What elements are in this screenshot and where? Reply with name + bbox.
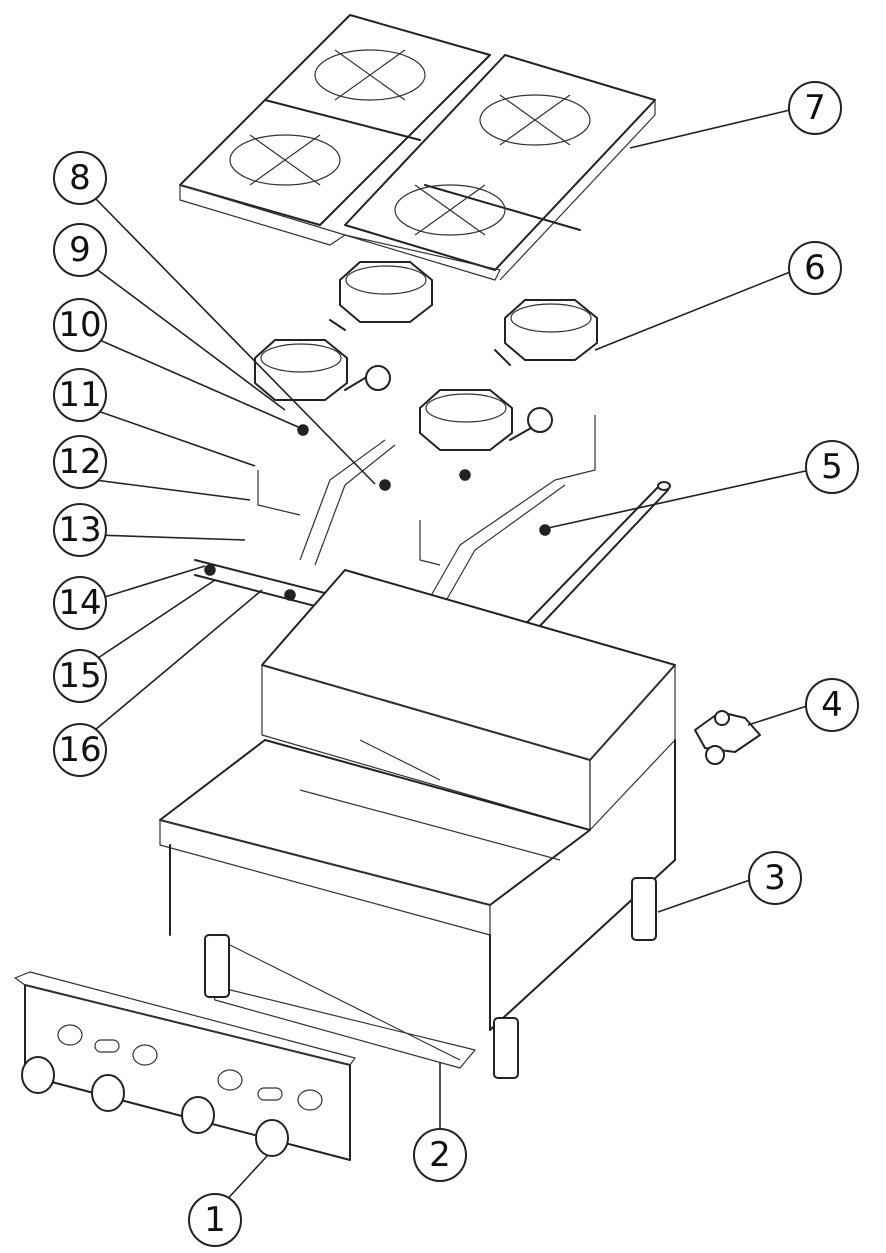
callout-4: 4 (805, 678, 859, 732)
callout-14: 14 (53, 576, 107, 630)
callout-3-label: 3 (764, 858, 786, 898)
callout-14-label: 14 (58, 583, 101, 623)
callout-2: 2 (413, 1128, 467, 1182)
leader-lines (94, 109, 811, 1206)
callout-15-label: 15 (58, 656, 101, 696)
callout-9-label: 9 (69, 230, 91, 270)
callout-10-label: 10 (58, 305, 101, 345)
control-panel (14, 971, 356, 1161)
callout-1: 1 (188, 1193, 242, 1247)
gas-regulator (694, 710, 761, 765)
callout-4-label: 4 (821, 685, 843, 725)
callout-15: 15 (53, 649, 107, 703)
callout-11: 11 (53, 368, 107, 422)
callout-10: 10 (53, 298, 107, 352)
callout-6: 6 (788, 241, 842, 295)
callout-7-label: 7 (804, 88, 826, 128)
callout-5: 5 (805, 440, 859, 494)
callout-3: 3 (748, 851, 802, 905)
callout-1-label: 1 (204, 1200, 226, 1240)
callout-5-label: 5 (821, 447, 843, 487)
callout-8-label: 8 (69, 158, 91, 198)
callout-6-label: 6 (804, 248, 826, 288)
callout-8: 8 (53, 151, 107, 205)
callout-11-label: 11 (58, 375, 101, 415)
callout-9: 9 (53, 223, 107, 277)
callout-16: 16 (53, 723, 107, 777)
callout-16-label: 16 (58, 730, 101, 770)
cabinet-body (159, 569, 676, 1069)
callout-7: 7 (788, 81, 842, 135)
callout-2-label: 2 (429, 1135, 451, 1175)
burner-assembly (254, 261, 598, 451)
callout-12: 12 (53, 435, 107, 489)
callout-13-label: 13 (58, 510, 101, 550)
callout-12-label: 12 (58, 442, 101, 482)
grate-assembly (179, 14, 656, 281)
callout-13: 13 (53, 503, 107, 557)
legs (204, 877, 657, 1079)
